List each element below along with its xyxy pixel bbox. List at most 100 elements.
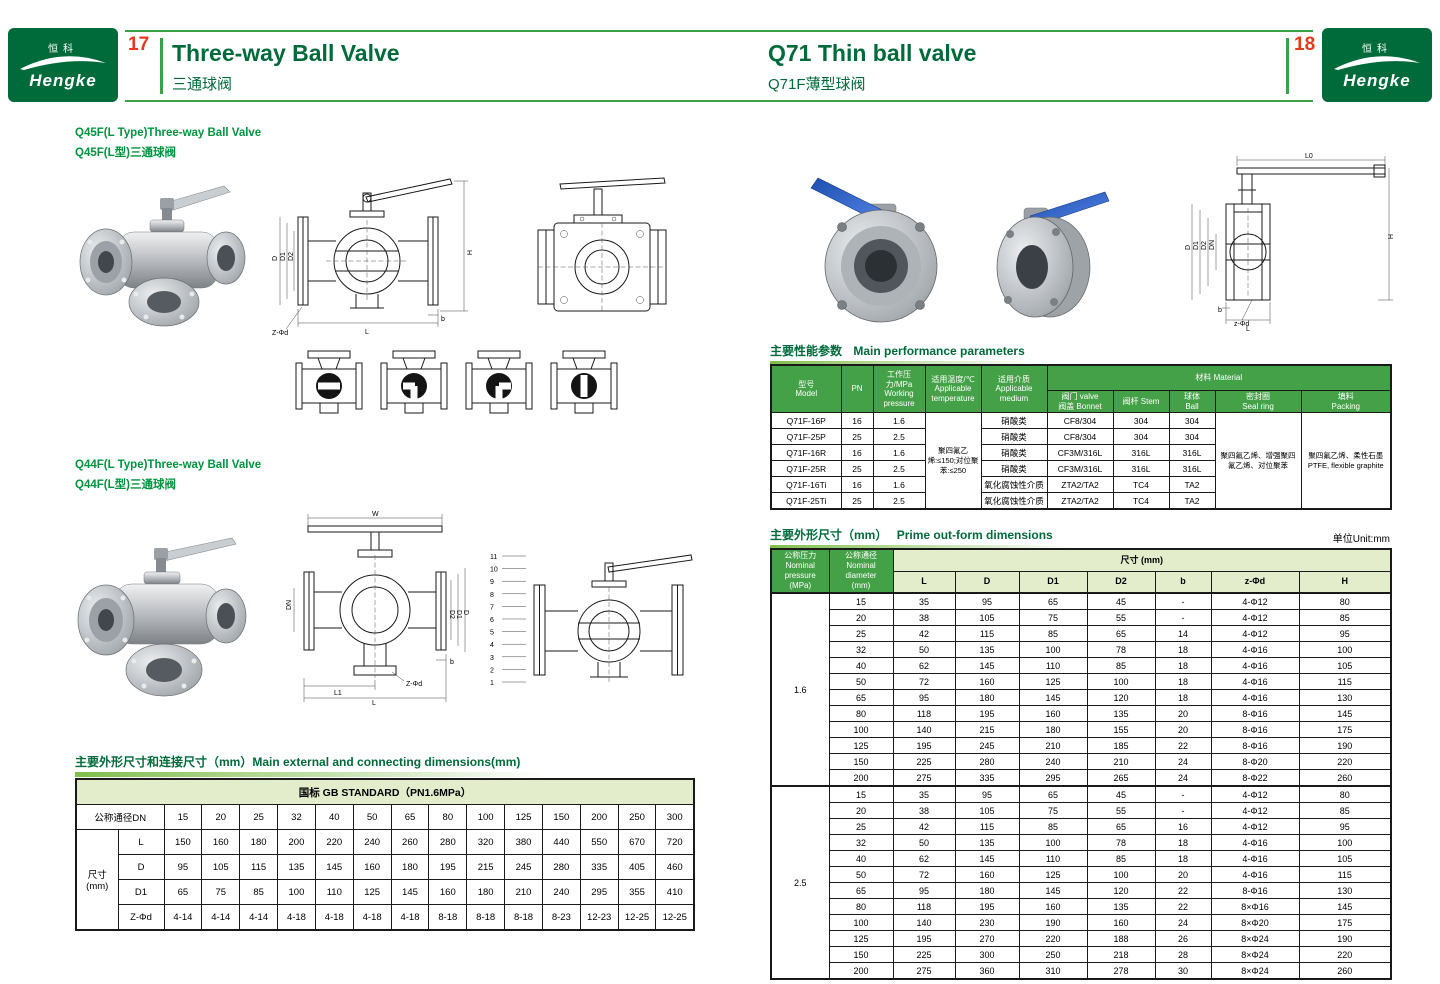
dims-value-cell: 78: [1086, 641, 1156, 658]
q71-valve-photo-front: [810, 177, 938, 323]
page-title-left: Three-way Ball Valve: [172, 40, 400, 66]
dims-value-cell: 335: [954, 769, 1020, 787]
pn-cell: 16: [840, 412, 874, 430]
dims-value-cell: 65: [1018, 592, 1088, 610]
page-subtitle-left: 三通球阀: [172, 76, 233, 93]
dim-label-dn: DN: [286, 600, 293, 610]
dims-value-cell: -: [1154, 609, 1212, 626]
dim-value-cell: 195: [428, 854, 468, 880]
dims-value-cell: 95: [954, 592, 1020, 610]
q45f-section-heading: Q45F(L Type)Three-way Ball Valve Q45F(L型…: [75, 124, 261, 163]
dims-col-header: b: [1154, 570, 1212, 594]
part-number-label: 2: [490, 667, 494, 674]
dim-value-cell: 670: [617, 829, 657, 855]
dims-value-cell: 24: [1154, 753, 1212, 770]
dims-value-cell: 95: [1298, 625, 1392, 642]
dim-value-cell: 280: [541, 854, 581, 880]
header-label-en: Model: [795, 389, 818, 399]
dims-value-cell: 95: [954, 785, 1020, 803]
model-cell: Q71F-16P: [770, 412, 842, 430]
dim-value-cell: 240: [541, 879, 581, 905]
dim-value-cell: 4-14: [239, 904, 279, 931]
dim-row-label: Z-Φd: [117, 904, 165, 931]
dims-value-cell: 55: [1086, 802, 1156, 819]
part-number-label: 7: [490, 604, 494, 611]
dn-value-cell: 32: [277, 804, 316, 830]
dn-value-cell: 50: [352, 804, 392, 830]
perf-header-packing: 填料 Packing: [1300, 389, 1392, 414]
header-label-en: Nominal pressure: [784, 561, 816, 580]
dim-value-cell: 440: [541, 829, 581, 855]
perf-header-model: 型号 Model: [770, 364, 842, 414]
flow-section-views: [295, 350, 618, 414]
dims-value-cell: 4-Φ12: [1210, 625, 1300, 642]
dims-heading-cn: 主要外形尺寸（mm）: [770, 528, 888, 542]
dims-value-cell: 4-Φ12: [1210, 802, 1300, 819]
dims-value-cell: 8-Φ22: [1210, 769, 1300, 787]
dim-label-d1: D1: [455, 610, 462, 619]
dim-label-l: L: [372, 700, 376, 707]
dims-value-cell: 130: [1298, 689, 1392, 706]
header-label-en: 阀盖 Bonnet: [1058, 401, 1102, 411]
dims-value-cell: 105: [954, 802, 1020, 819]
pressure-cell: 1.6: [872, 476, 926, 494]
dims-value-cell: 4-Φ16: [1210, 850, 1300, 867]
dims-col-header: L: [892, 570, 956, 594]
dim-value-cell: 65: [163, 879, 203, 905]
dims-value-cell: 50: [828, 673, 894, 690]
dim-value-cell: 260: [390, 829, 430, 855]
q71-technical-drawing: L0 H D D1 D2 DN z-Φd b L: [1185, 153, 1393, 333]
dims-value-cell: 115: [954, 818, 1020, 835]
gb-table-heading-text: 主要外形尺寸和连接尺寸（mm）Main external and connect…: [75, 755, 521, 769]
dims-value-cell: 45: [1086, 785, 1156, 803]
dim-value-cell: 460: [655, 854, 695, 880]
perf-header-row-1: 型号 Model PN 工作压力/MPa Working pressure 适用…: [770, 364, 1392, 414]
header-label-en: Nominal diameter: [845, 561, 877, 580]
medium-cell: 硝酸类: [980, 412, 1048, 430]
header-label-cn: 公称通径: [845, 551, 877, 560]
gb-standard-row: 国标 GB STANDARD（PN1.6MPa）: [75, 778, 695, 805]
dn-label-cell: 公称通径DN: [75, 804, 165, 830]
heading-underline: [770, 361, 1030, 366]
dims-value-cell: 195: [954, 898, 1020, 915]
dim-value-cell: 720: [655, 829, 695, 855]
dims-value-cell: 4-Φ16: [1210, 657, 1300, 674]
stem-cell: 304: [1112, 412, 1170, 430]
dims-value-cell: 20: [1154, 866, 1212, 883]
dims-value-cell: 20: [1154, 721, 1212, 738]
dims-value-cell: 95: [1298, 818, 1392, 835]
dim-value-cell: 85: [239, 879, 279, 905]
dims-value-cell: 62: [892, 850, 956, 867]
dims-value-cell: 140: [892, 914, 956, 931]
page-number-right: 18: [1294, 34, 1316, 55]
dn-value-cell: 80: [428, 804, 468, 830]
q45f-valve-photo: [79, 185, 246, 327]
q44f-section-heading: Q44F(L Type)Three-way Ball Valve Q44F(L型…: [75, 456, 261, 495]
ball-cell: 304: [1168, 428, 1216, 446]
dims-header-diameter: 公称通径 Nominal diameter (mm): [828, 548, 894, 594]
dims-value-cell: 115: [1298, 866, 1392, 883]
dims-value-cell: 80: [828, 898, 894, 915]
dims-value-cell: 195: [954, 705, 1020, 722]
dims-value-cell: 260: [1298, 769, 1392, 787]
dn-value-cell: 100: [466, 804, 506, 830]
q44f-valve-photo: [77, 537, 247, 697]
header-label-en: Seal ring: [1242, 401, 1274, 411]
dims-value-cell: 65: [828, 882, 894, 899]
dims-value-cell: 8-Φ20: [1210, 753, 1300, 770]
dim-label-l1: L1: [334, 690, 342, 697]
dims-value-cell: 65: [1086, 818, 1156, 835]
header-label-en: Working pressure: [883, 389, 915, 408]
dn-value-cell: 25: [239, 804, 279, 830]
dims-value-cell: 135: [954, 641, 1020, 658]
